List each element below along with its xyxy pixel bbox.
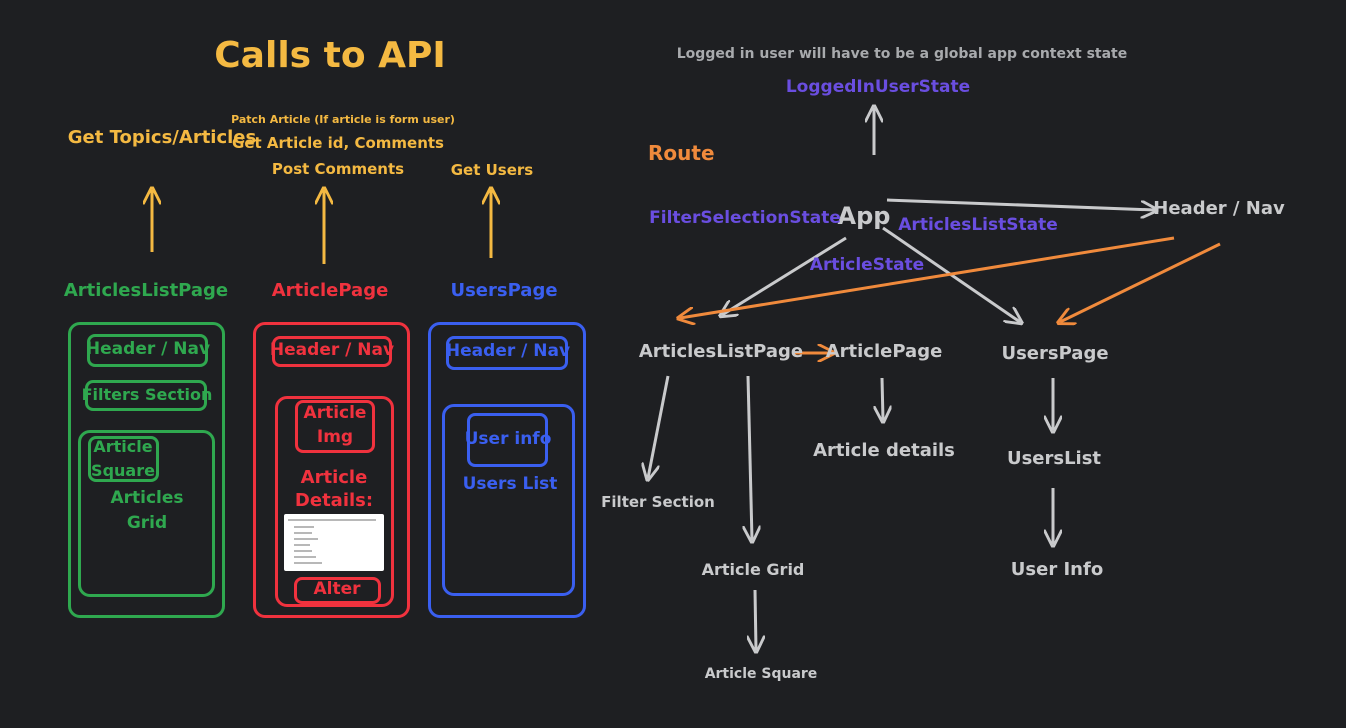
articles-list-header-box — [87, 334, 208, 367]
article-details-screenshot — [284, 514, 384, 571]
article-square-label-1: Article — [93, 437, 153, 456]
article-details-label-1: Article — [300, 467, 368, 488]
api-call-article: Get Article id, Comments — [232, 134, 444, 152]
arrow-app-to-articles-list-page — [722, 236, 847, 315]
arrow-app-to-header — [886, 198, 1155, 210]
global-state-note: Logged in user will have to be a global … — [676, 46, 1128, 62]
api-call-patch: Patch Article (If article is form user) — [231, 113, 455, 126]
users-page-title: UsersPage — [450, 280, 558, 301]
filters-section-label: Filters Section — [81, 385, 213, 404]
alter-label: Alter — [313, 579, 361, 599]
logged-in-user-state: LoggedInUserState — [785, 77, 971, 97]
article-details-node: Article details — [813, 440, 955, 461]
user-info-label: User info — [464, 429, 552, 449]
users-header-box — [446, 336, 568, 370]
alter-box — [294, 577, 381, 604]
route-label: Route — [648, 141, 715, 165]
articles-list-page-title: ArticlesListPage — [63, 280, 229, 301]
articles-grid-box — [78, 430, 215, 597]
user-info-node: User Info — [1010, 559, 1104, 580]
api-call-topics: Get Topics/Articles — [67, 127, 257, 148]
article-page-title: ArticlePage — [271, 280, 389, 301]
article-page-wireframe — [253, 322, 410, 618]
user-info-box — [467, 413, 548, 467]
arrow-header-to-articles-list-page — [680, 236, 1175, 318]
app-node: App — [837, 202, 891, 230]
article-state: ArticleState — [809, 255, 925, 275]
article-square-label-2: Square — [91, 461, 155, 480]
articles-grid-label-1: Articles — [110, 488, 184, 508]
articles-list-header-label: Header / Nav — [85, 339, 211, 359]
arrow-articles-list-to-filter — [648, 375, 670, 478]
article-header-box — [272, 336, 392, 367]
users-list-node: UsersList — [1006, 448, 1102, 469]
article-img-box — [295, 400, 375, 453]
article-img-label-2: Img — [316, 427, 354, 447]
users-header-label: Header / Nav — [445, 341, 571, 361]
users-body-box — [442, 404, 575, 596]
article-header-label: Header / Nav — [269, 340, 395, 360]
users-list-label: Users List — [462, 474, 558, 494]
users-page-wireframe — [428, 322, 586, 618]
article-body-box — [275, 396, 394, 607]
articles-list-state: ArticlesListState — [898, 215, 1058, 235]
api-call-users: Get Users — [450, 161, 534, 179]
header-nav-node: Header / Nav — [1153, 198, 1285, 219]
article-details-label-2: Details: — [294, 490, 374, 511]
article-grid-node: Article Grid — [701, 560, 805, 579]
api-title: Calls to API — [214, 35, 446, 76]
filters-section-box — [85, 380, 207, 411]
filter-selection-state: FilterSelectionState — [649, 208, 841, 228]
api-call-post: Post Comments — [271, 160, 405, 178]
article-square-node: Article Square — [704, 666, 818, 682]
articles-list-wireframe — [68, 322, 225, 618]
arrow-article-to-details — [882, 377, 883, 420]
arrow-header-to-users-page — [1060, 242, 1221, 322]
article-square-box — [88, 436, 159, 482]
users-page-node: UsersPage — [1001, 343, 1109, 364]
arrow-articles-list-to-grid — [748, 375, 752, 540]
filter-section-node: Filter Section — [601, 493, 715, 511]
arrow-grid-to-square — [755, 589, 756, 650]
article-img-label-1: Article — [303, 403, 367, 423]
articles-list-page-node: ArticlesListPage — [638, 341, 804, 362]
article-page-node: ArticlePage — [825, 341, 943, 362]
articles-grid-label-2: Grid — [126, 513, 168, 533]
